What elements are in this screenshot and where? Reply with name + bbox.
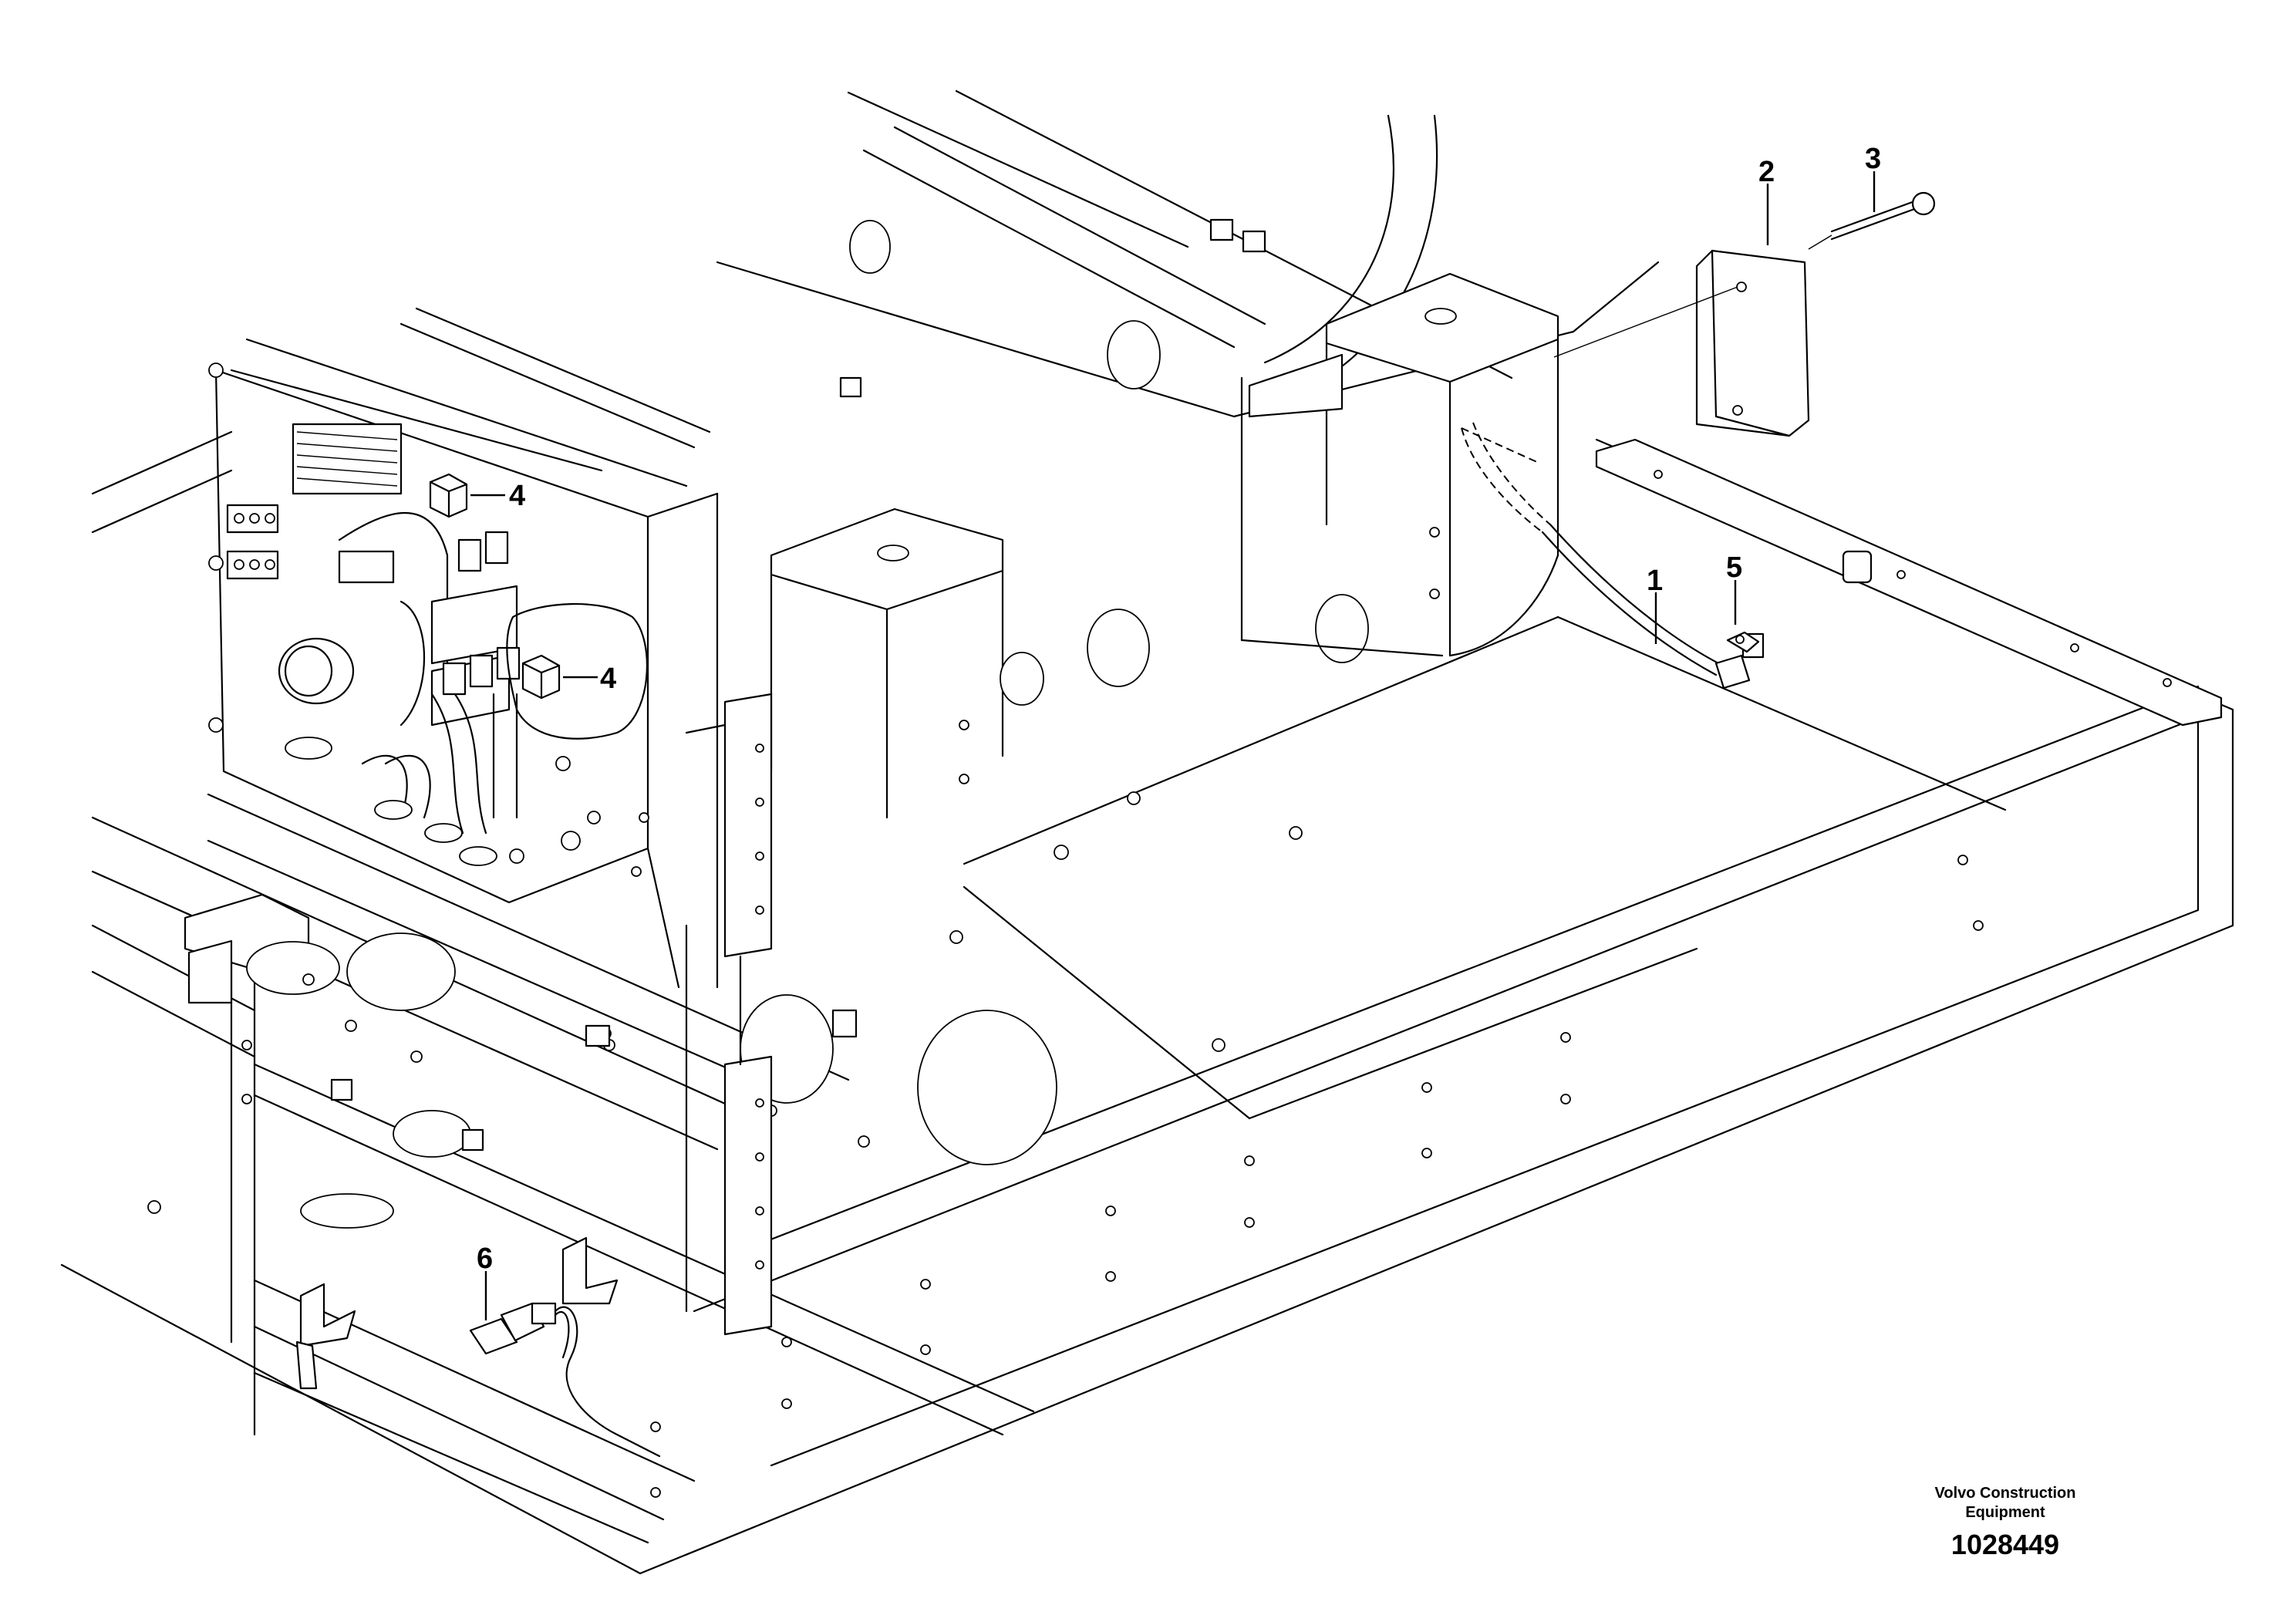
left-lower-frame: [91, 430, 1057, 1544]
callout-labels: 1 2 3 4 4 5 6: [477, 143, 1881, 1275]
callout-4-highlighted: 4: [600, 663, 616, 695]
control-unit-box: [1553, 249, 1810, 437]
callout-3: 3: [1865, 143, 1881, 175]
manufacturer-name-line2: Equipment: [1965, 1504, 2045, 1521]
callout-1: 1: [1647, 565, 1663, 597]
leader-lines: [470, 171, 1876, 1320]
cable-clip: [1726, 631, 1760, 653]
vertical-channels: [685, 693, 773, 1336]
electrical-box: [208, 307, 719, 989]
upper-frame: [716, 89, 1660, 418]
manufacturer-name: Volvo Construction: [1934, 1485, 2076, 1502]
main-chassis-frame: [60, 438, 2234, 1575]
callout-4-upper: 4: [509, 480, 525, 512]
sensor-harness: [1461, 422, 1765, 690]
relay-part-4-top: [429, 473, 468, 518]
relay-part-4-highlighted: [521, 654, 561, 700]
upright-brackets: [770, 272, 1559, 1052]
highlight-outline: [506, 602, 648, 740]
callout-5: 5: [1726, 551, 1742, 584]
drawing-number: 1028449: [1950, 1529, 2060, 1560]
vent-grille: [296, 431, 398, 487]
callout-6: 6: [477, 1243, 493, 1275]
pressure-sensor: [469, 1236, 661, 1458]
callout-2: 2: [1758, 156, 1775, 188]
mounting-bolt: [1808, 191, 1936, 250]
